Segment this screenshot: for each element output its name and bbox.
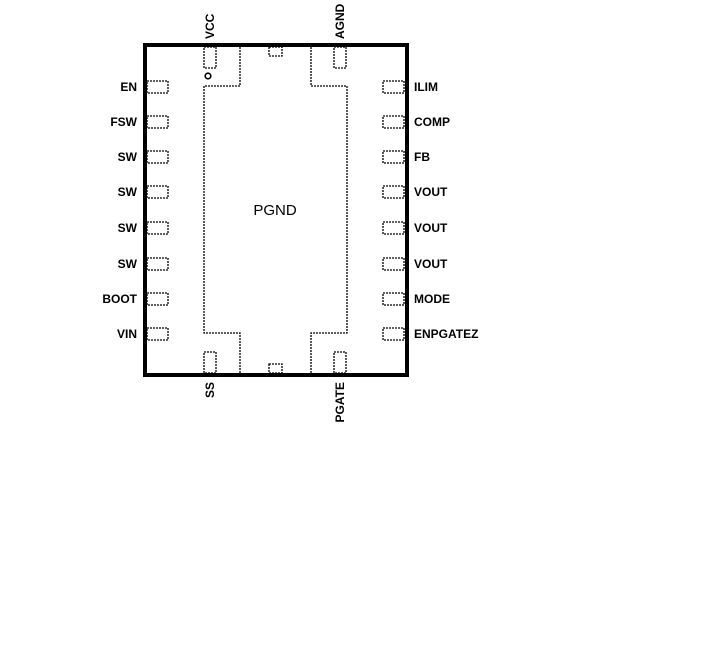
package-outline bbox=[143, 43, 409, 377]
pin-label-right: VOUT bbox=[414, 257, 448, 271]
pin-pad-bottom bbox=[203, 351, 217, 374]
pin-label-right: VOUT bbox=[414, 221, 448, 235]
pin-label-left: EN bbox=[120, 80, 137, 94]
pin-pad-left bbox=[146, 150, 169, 164]
pin-label-left: SW bbox=[118, 257, 138, 271]
center-pad-label: PGND bbox=[253, 202, 297, 219]
pin-pad-right bbox=[382, 292, 405, 306]
pin-label-left: VIN bbox=[117, 327, 137, 341]
pin-label-left: SW bbox=[118, 221, 138, 235]
pin-label-right: FB bbox=[414, 150, 430, 164]
pin-pad-right bbox=[382, 115, 405, 129]
pin-pad-bottom bbox=[333, 351, 347, 374]
pin-label-right: ENPGATEZ bbox=[414, 327, 478, 341]
pin1-marker bbox=[204, 72, 212, 80]
pin-label-right: COMP bbox=[414, 115, 450, 129]
pin-pad-right bbox=[382, 80, 405, 94]
bottom-center-pad bbox=[268, 363, 283, 374]
pin-label-right: MODE bbox=[414, 292, 450, 306]
pin-label-left: FSW bbox=[110, 115, 137, 129]
pin-label-right: VOUT bbox=[414, 185, 448, 199]
pin-pad-left bbox=[146, 221, 169, 235]
pin-pad-left bbox=[146, 257, 169, 271]
pin-label-left: SW bbox=[118, 185, 138, 199]
pin-pad-right bbox=[382, 150, 405, 164]
top-center-pad bbox=[268, 46, 283, 57]
pin-pad-right bbox=[382, 257, 405, 271]
pin-label-left: SW bbox=[118, 150, 138, 164]
pin-label-bottom: PGATE bbox=[333, 382, 347, 422]
pin-pad-left bbox=[146, 115, 169, 129]
pin-pad-left bbox=[146, 327, 169, 341]
pin-pad-right bbox=[382, 327, 405, 341]
pin-label-bottom: SS bbox=[203, 382, 217, 398]
pin-pad-top bbox=[203, 46, 217, 69]
pin-pad-right bbox=[382, 185, 405, 199]
pin-label-left: BOOT bbox=[102, 292, 137, 306]
pin-pad-left bbox=[146, 292, 169, 306]
pin-label-top: VCC bbox=[203, 13, 217, 39]
pin-label-right: ILIM bbox=[414, 80, 438, 94]
pin-pad-top bbox=[333, 46, 347, 69]
thermal-pad-outline bbox=[203, 47, 348, 373]
pin-pad-left bbox=[146, 185, 169, 199]
pin-label-top: AGND bbox=[333, 3, 347, 39]
pin-pad-right bbox=[382, 221, 405, 235]
pin-pad-left bbox=[146, 80, 169, 94]
